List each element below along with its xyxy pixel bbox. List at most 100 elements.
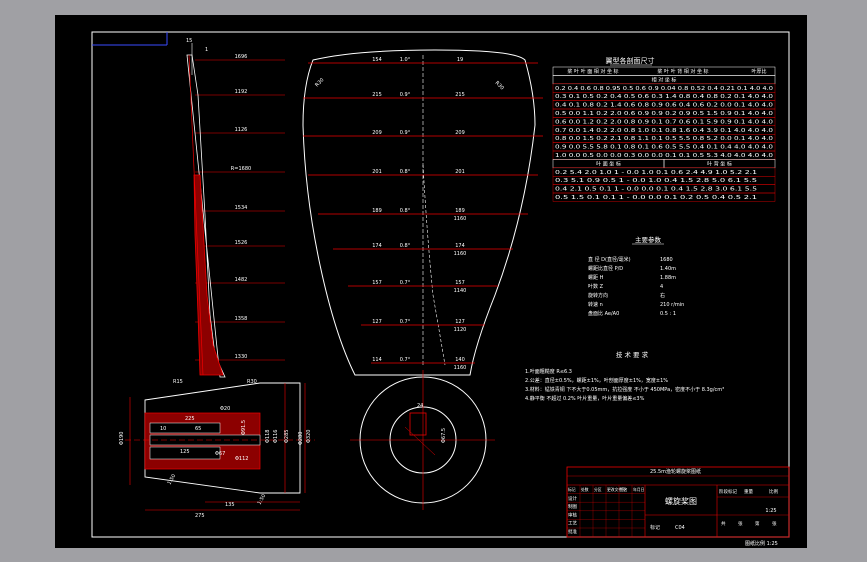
table-row: 0.2 5.4 2.0 1.0 1 - 0.0 1.0 0.1 0.6 2.4 … [555, 170, 757, 176]
hub-dim: Φ116 [273, 430, 279, 443]
hub-dim: 225 [185, 416, 195, 422]
hub-dim: Φ285 [284, 430, 290, 443]
plan-right-subdim: 1160 [454, 251, 467, 257]
table-row: 0.2 0.4 0.6 0.8 0.95 0.5 0.6 0.9 0.04 0.… [555, 86, 773, 92]
radius-dim: 1126 [235, 127, 248, 133]
param-value: 4 [660, 284, 663, 290]
tb-scale: 1:25 [765, 508, 776, 514]
plan-right-subdim: 1120 [454, 327, 467, 333]
plan-right-dim: 209 [455, 130, 465, 136]
plan-right-dim: 189 [455, 208, 465, 214]
param-label: 旋转方向 [588, 292, 608, 299]
tb-stage-head: 比例 [769, 488, 778, 495]
top-mark-b: 1 [205, 47, 208, 53]
fillet-radius-left: R15 [173, 379, 183, 385]
tech-line: 3.材料：锰铁青铜 下不大于0.05mm，抗拉强度 不小于 450MPa，密度不… [525, 386, 724, 393]
propeller-drawing: 15 1 169611921126R=168015341526148213581… [91, 31, 790, 547]
plan-left-dim: 189 [372, 208, 382, 214]
table-row: 0.5 1.5 0.1 0.1 1 - 0.0 0.0 0.1 0.2 0.5 … [555, 195, 757, 201]
table-head: 叶厚比 [751, 68, 766, 75]
plan-left-dim: 157 [372, 280, 382, 286]
plan-angle-dim: 0.7° [400, 319, 411, 325]
section-table: 翼型各剖面尺寸 桨 叶 叶 面 相 对 坐 标桨 叶 叶 背 相 对 坐 标叶厚… [552, 56, 776, 202]
radius-dim: 1192 [235, 89, 248, 95]
corner-radius-left: R30 [314, 77, 325, 88]
tb-sheet: 共 [721, 520, 726, 527]
table-row: 0.6 0.0 1.2 0.2 2.0 0.8 0.9 0.1 0.7 0.6 … [555, 119, 773, 125]
param-label: 叶数 Z [588, 283, 604, 290]
table-head: 桨 叶 叶 面 相 对 坐 标 [567, 68, 618, 75]
plan-left-dim: 174 [372, 243, 382, 249]
disc-bore-dim: Φ67.5 [441, 428, 447, 443]
hub-dim: Φ190 [119, 432, 125, 445]
footer-note: 图纸比例 1:25 [745, 540, 778, 547]
radius-dim: 1358 [235, 316, 248, 322]
hub-outline [144, 382, 301, 494]
tb-col-head: 标记 [568, 487, 576, 492]
hub-dim: Φ320 [306, 430, 312, 443]
tb-stage-head: 重量 [744, 488, 753, 495]
tb-col-head: 分区 [594, 487, 602, 492]
table-row: 0.7 0.0 1.4 0.2 2.0 0.8 1.0 0.1 0.8 1.6 … [555, 128, 773, 134]
radius-dim: R=1680 [231, 166, 251, 172]
plan-left-dim: 154 [372, 57, 382, 63]
plan-right-subdim: 1140 [454, 288, 467, 294]
params-title: 主要参数 [635, 235, 662, 244]
tb-col-head: 签名 [620, 487, 628, 492]
plan-right-dim: 201 [455, 169, 465, 175]
param-value: 1680 [660, 257, 673, 263]
hub-dim: 1:50 [257, 493, 268, 506]
blade-outline [302, 49, 536, 376]
tb-stage-head: 阶段标记 [719, 488, 737, 495]
fillet-radius-right: R30 [247, 379, 257, 385]
radius-dim: 1526 [235, 240, 248, 246]
hub-dim: Φ20 [220, 406, 230, 412]
hub-end-view: 24 Φ67.5 [350, 370, 495, 510]
hub-dim: Φ118 [265, 430, 271, 443]
tech-line: 2.公差：直径±0.5%，螺距±1%，叶剖面厚度±1%，宽度±1% [525, 377, 668, 384]
table-row: 0.3 5.1 0.9 0.5 1 - 0.0 1.0 0.4 1.5 2.8 … [555, 178, 757, 184]
plan-left-dim: 215 [372, 92, 382, 98]
tb-code: C04 [675, 525, 685, 531]
title-block: 设计制图审核工艺批准标记处数分区更改文件号签名年月日阶段标记重量比例共张第张 2… [566, 466, 790, 538]
corner-radius-right: R30 [494, 80, 505, 91]
param-label: 盘面比 Ae/A0 [588, 310, 619, 317]
max-thickness-line [422, 164, 446, 366]
tb-sheet: 张 [738, 520, 743, 527]
plan-angle-dim: 0.8° [400, 243, 411, 249]
param-value: 0.5 : 1 [660, 311, 676, 317]
top-mark-a: 15 [186, 38, 192, 44]
tb-left-label: 设计 [568, 495, 577, 502]
tb-project: 25.5m渔轮螺旋桨图纸 [650, 468, 701, 475]
radius-dim: 1330 [235, 354, 248, 360]
table-row: 0.9 0.0 5.5 5.8 0.1 0.8 0.1 0.6 0.5 5.5 … [555, 145, 773, 151]
plan-right-dim: 127 [455, 319, 465, 325]
param-label: 螺距比直径 P/D [588, 265, 623, 272]
radius-dim: 1696 [235, 54, 248, 60]
plan-right-dim: 19 [457, 57, 463, 63]
tb-left-label: 审核 [568, 511, 577, 518]
tb-col-head: 处数 [581, 487, 589, 492]
radius-dim: 1482 [235, 277, 248, 283]
plan-right-subdim: 1160 [454, 365, 467, 371]
plan-left-dim: 209 [372, 130, 382, 136]
param-value: 右 [660, 292, 665, 299]
hub-dim: 1:50 [167, 473, 178, 486]
hub-dim: 10 [160, 426, 166, 432]
tech-line: 1.叶面粗糙度 R≤6.3 [525, 368, 572, 375]
tech-title: 技 术 要 求 [616, 350, 649, 359]
param-label: 直 径 D(直径/毫米) [588, 256, 631, 263]
hub-dim: Φ280 [298, 432, 304, 445]
hub-dim: 125 [180, 449, 190, 455]
hub-dim: 65 [195, 426, 201, 432]
plan-right-dim: 174 [455, 243, 465, 249]
radius-dim: 1534 [235, 205, 248, 211]
hub-taper-dim: 135 [225, 502, 235, 508]
hub-dim: Φ112 [235, 456, 248, 462]
tb-left-label: 制图 [568, 503, 577, 510]
param-value: 1.88m [660, 275, 676, 281]
